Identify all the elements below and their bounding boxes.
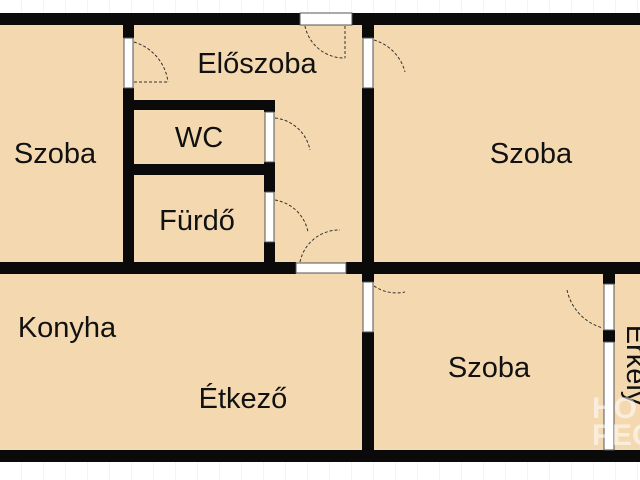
room-label-konyha: Konyha (18, 312, 117, 344)
room-label-wc: WC (175, 122, 223, 154)
watermark-logo: HO PEC (592, 392, 640, 452)
room-label-szoba-bottom: Szoba (448, 352, 531, 384)
room-fills (0, 25, 640, 450)
windows-doors (123, 12, 615, 451)
svg-text:PEC: PEC (592, 419, 640, 452)
svg-text:HO: HO (592, 392, 637, 425)
room-label-szoba-right: Szoba (490, 138, 573, 170)
walls (0, 13, 640, 462)
room-label-etkezo: Étkező (199, 382, 288, 415)
room-label-szoba-left: Szoba (14, 138, 97, 170)
room-label-erkely: Erkély (620, 325, 640, 406)
door-swings (133, 25, 604, 329)
room-label-eloszoba: Előszoba (197, 48, 317, 80)
room-label-furdo: Fürdő (159, 205, 235, 237)
